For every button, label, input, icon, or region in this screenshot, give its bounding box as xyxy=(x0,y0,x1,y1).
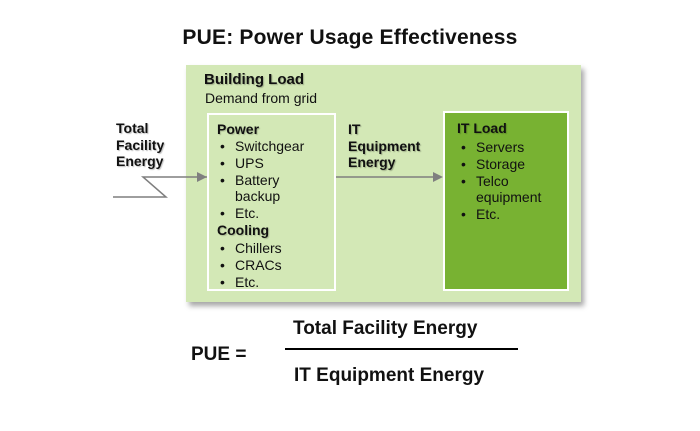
it-energy-arrowhead xyxy=(433,172,443,182)
list-item: Battery backup xyxy=(218,172,295,206)
fraction-bar xyxy=(285,348,518,350)
it-load-items-list: Servers Storage Telco equipment Etc. xyxy=(459,139,567,223)
formula-denominator: IT Equipment Energy xyxy=(294,365,485,386)
formula-lhs: PUE = xyxy=(191,344,247,365)
list-item: Storage xyxy=(459,156,567,173)
power-items-list: Switchgear UPS Battery backup Etc. xyxy=(218,138,336,222)
list-item: Switchgear xyxy=(218,138,336,155)
input-arrowhead xyxy=(197,172,207,182)
cooling-items-list: Chillers CRACs Etc. xyxy=(218,240,336,290)
grid-input-line xyxy=(113,176,207,198)
page-title: PUE: Power Usage Effectiveness xyxy=(182,26,518,49)
formula-numerator: Total Facility Energy xyxy=(293,318,478,339)
list-item: Chillers xyxy=(218,240,336,257)
list-item: UPS xyxy=(218,155,336,172)
list-item: Etc. xyxy=(218,205,336,222)
list-item: Servers xyxy=(459,139,567,156)
power-heading: Power xyxy=(217,121,260,137)
building-load-title: Building Load xyxy=(204,71,304,88)
list-item: Etc. xyxy=(218,274,336,291)
building-load-subtitle: Demand from grid xyxy=(205,90,318,106)
list-item: CRACs xyxy=(218,257,336,274)
it-equipment-energy-label: IT Equipment Energy xyxy=(348,121,421,170)
cooling-heading: Cooling xyxy=(217,222,270,238)
it-load-heading: IT Load xyxy=(457,120,507,136)
total-facility-energy-label: Total Facility Energy xyxy=(116,120,165,169)
list-item: Telco equipment xyxy=(459,173,566,207)
list-item: Etc. xyxy=(459,206,567,223)
